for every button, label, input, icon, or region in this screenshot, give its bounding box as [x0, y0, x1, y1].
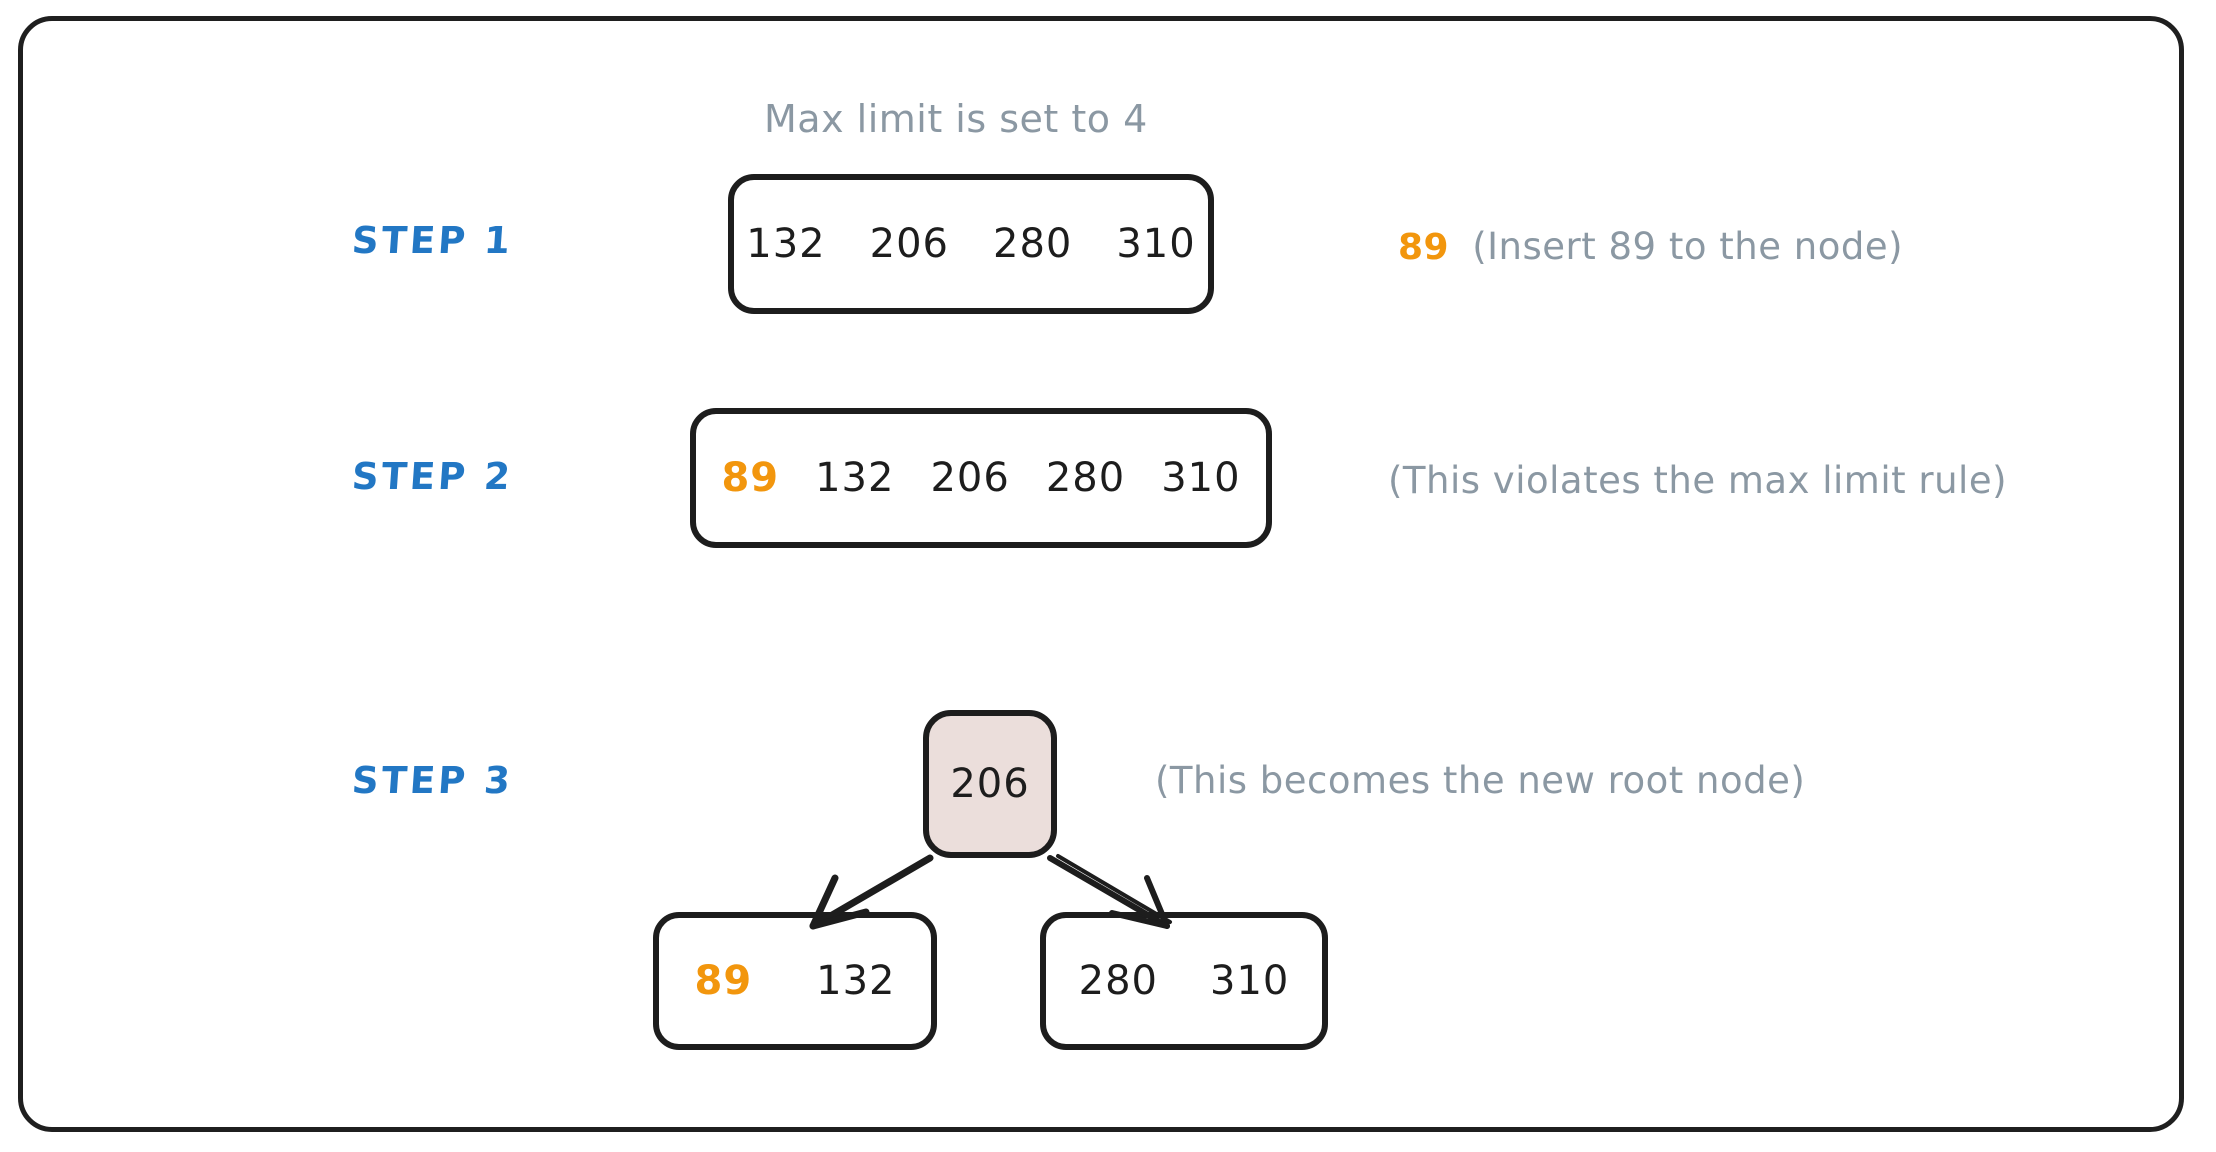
right-child-node[interactable]: 280 310 [1040, 912, 1328, 1050]
right-child-node-keys: 280 310 [1046, 958, 1322, 1004]
node-key: 206 [930, 455, 1010, 501]
node-key: 310 [1116, 221, 1196, 267]
step-3-label: STEP 3 [350, 759, 515, 802]
left-child-node-keys: 89 132 [659, 958, 931, 1004]
diagram-frame [18, 16, 2184, 1132]
step-2-label: STEP 2 [350, 455, 515, 498]
node-key-new: 89 [694, 958, 753, 1004]
node-key: 310 [1210, 958, 1290, 1004]
step-2-node-keys: 89 132 206 280 310 [696, 455, 1266, 501]
node-key: 132 [816, 958, 896, 1004]
max-limit-note: Max limit is set to 4 [764, 97, 1148, 141]
step-1-node-keys: 132 206 280 310 [734, 221, 1208, 267]
step-2-annotation-text: (This violates the max limit rule) [1388, 459, 2008, 502]
left-child-node[interactable]: 89 132 [653, 912, 937, 1050]
node-key: 280 [1045, 455, 1126, 501]
node-key: 132 [746, 221, 826, 267]
node-key: 280 [1078, 958, 1158, 1004]
node-key-new: 89 [721, 455, 780, 501]
node-key: 206 [950, 761, 1030, 807]
step-1-label: STEP 1 [350, 219, 515, 262]
step-1-annotation-key: 89 [1398, 227, 1450, 268]
step-1-node[interactable]: 132 206 280 310 [728, 174, 1214, 314]
root-node-keys: 206 [929, 761, 1051, 807]
node-key: 280 [993, 221, 1073, 267]
node-key: 132 [815, 455, 895, 501]
root-node[interactable]: 206 [923, 710, 1057, 858]
step-2-node[interactable]: 89 132 206 280 310 [690, 408, 1272, 548]
step-3-annotation-text: (This becomes the new root node) [1155, 759, 1806, 802]
node-key: 206 [869, 221, 949, 267]
step-1-annotation-text: (Insert 89 to the node) [1472, 225, 1904, 268]
step-1-annotation: 89 (Insert 89 to the node) [1398, 228, 1903, 266]
node-key: 310 [1161, 455, 1241, 501]
